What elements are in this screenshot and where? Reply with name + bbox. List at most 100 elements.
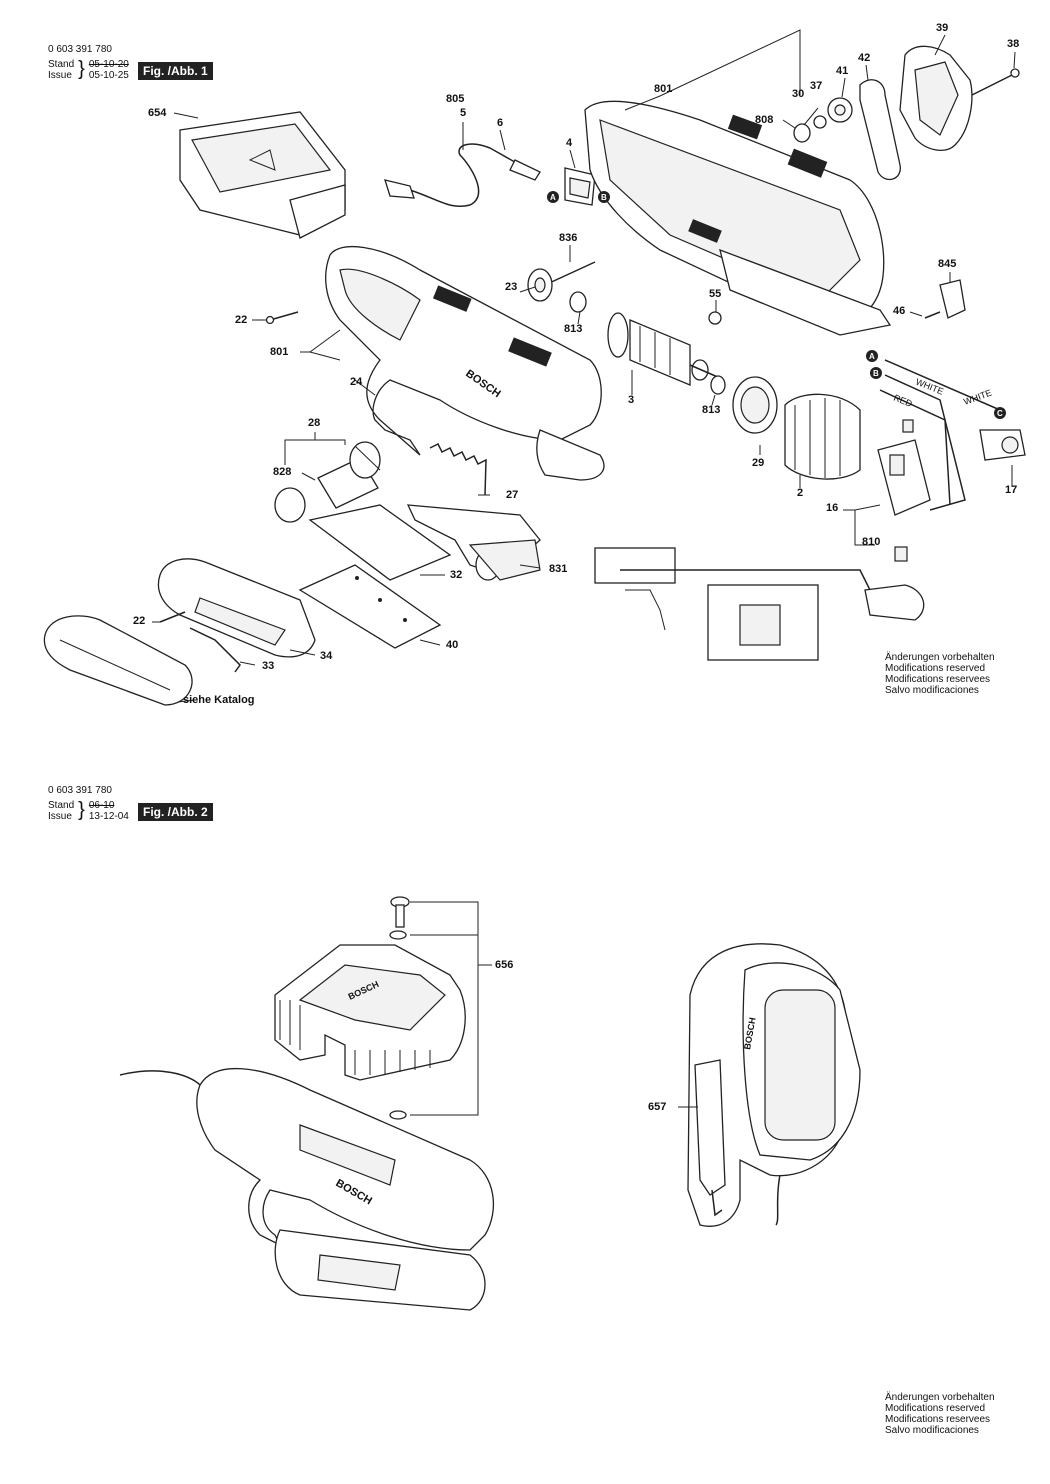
fig2-badge: Fig. /Abb. 2 [138, 803, 213, 821]
belt-cover-39 [899, 45, 973, 151]
bearing-ring-29 [732, 376, 778, 434]
wiring-inset [594, 547, 925, 661]
fig2-notes: Änderungen vorbehalten Modifications res… [885, 1392, 995, 1436]
label-828: 828 [273, 466, 292, 478]
pulley-parts [793, 97, 853, 143]
switch-connector-b: B [598, 191, 610, 203]
note2-en: Modifications reserved [885, 1403, 986, 1414]
power-cord [384, 143, 541, 208]
screw-22a [265, 311, 299, 325]
svg-text:WHITE: WHITE [962, 388, 993, 407]
label-37: 37 [810, 80, 823, 92]
screw-38 [971, 68, 1020, 96]
label-siehe-katalog: siehe Katalog [183, 694, 255, 706]
fig1-issue-date: 05-10-25 [88, 70, 129, 81]
nut-55 [708, 311, 722, 325]
fig2-diagram: BOSCH BOSCH BOSCH [119, 896, 861, 1311]
label-46: 46 [893, 305, 906, 317]
label-810: 810 [862, 536, 881, 548]
label-42: 42 [858, 52, 871, 64]
tension-roller-831 [406, 504, 541, 581]
fig1-badge: Fig. /Abb. 1 [138, 62, 213, 80]
svg-text:A: A [869, 352, 875, 361]
fig1-part-number: 0 603 391 780 [48, 44, 112, 55]
note-de: Änderungen vorbehalten [885, 652, 995, 663]
label-808: 808 [755, 114, 774, 126]
armature-3 [607, 312, 726, 395]
connector-c: C [994, 407, 1006, 419]
note-es: Salvo modificaciones [885, 685, 979, 696]
extraction-adapter-656: BOSCH [274, 944, 466, 1081]
label-28: 28 [308, 417, 321, 429]
label-24: 24 [350, 376, 363, 388]
fig1-notes: Änderungen vorbehalten Modifications res… [885, 652, 995, 696]
note2-es: Salvo modificaciones [885, 1425, 979, 1436]
fig2-issue-date: 13-12-04 [88, 811, 129, 822]
leader-lines [152, 29, 1016, 703]
label-27: 27 [506, 489, 519, 501]
clip-33 [189, 627, 241, 673]
note2-de: Änderungen vorbehalten [885, 1392, 995, 1403]
shaft-836-gear-23 [527, 261, 596, 313]
label-801-bottom: 801 [270, 346, 289, 358]
drive-roller-828 [274, 441, 381, 523]
label-813-top: 813 [564, 323, 583, 335]
label-16: 16 [826, 502, 839, 514]
fig1-stand-date: 05-10-20 [88, 59, 129, 70]
label-836: 836 [559, 232, 578, 244]
label-34: 34 [320, 650, 333, 662]
platen-34 [157, 558, 316, 658]
label-55: 55 [709, 288, 722, 300]
label-801-top: 801 [654, 83, 673, 95]
label-17: 17 [1005, 484, 1018, 496]
bracket-845 [924, 279, 966, 319]
connector-b: B [870, 367, 882, 379]
plate-32 [308, 504, 452, 581]
svg-text:C: C [997, 409, 1003, 418]
fig2-issue-label: Issue [48, 811, 72, 822]
fig1-stand-label: Stand [48, 59, 75, 70]
label-40: 40 [446, 639, 459, 651]
fig1-issue-label: Issue [48, 70, 72, 81]
fig2-part-number: 0 603 391 780 [48, 785, 112, 796]
label-2: 2 [797, 487, 804, 499]
label-805: 805 [446, 93, 465, 105]
label-29: 29 [752, 457, 765, 469]
note-fr: Modifications reservees [885, 674, 991, 685]
sander-view-right: BOSCH [687, 943, 861, 1227]
sole-plate-40 [298, 564, 442, 649]
svg-text:B: B [873, 369, 879, 378]
label-6: 6 [497, 117, 504, 129]
fig2-stand-date: 06-10 [88, 800, 115, 811]
label-33: 33 [262, 660, 275, 672]
label-813-bottom: 813 [702, 404, 721, 416]
label-654: 654 [148, 107, 167, 119]
fig2-header: 0 603 391 780 Stand Issue } 06-10 13-12-… [48, 785, 129, 822]
brush-holder-16 [877, 419, 931, 562]
screw-22b [159, 611, 186, 623]
svg-text:A: A [550, 193, 556, 202]
capacitor-17 [979, 429, 1026, 461]
connector-a: A [866, 350, 878, 362]
note-en: Modifications reserved [885, 663, 986, 674]
note2-fr: Modifications reservees [885, 1414, 991, 1425]
screw-656 [389, 896, 492, 1120]
fig2-stand-label: Stand [48, 800, 75, 811]
label-30: 30 [792, 88, 805, 100]
svg-text:B: B [601, 193, 607, 202]
housing-801-bottom: BOSCH [325, 245, 605, 481]
switch-4 [564, 167, 596, 206]
label-32: 32 [450, 569, 463, 581]
fig1-header: 0 603 391 780 Stand Issue } 05-10-20 05-… [48, 44, 129, 81]
sander-view-left: BOSCH [119, 1068, 495, 1311]
label-23: 23 [505, 281, 518, 293]
drive-belt-42 [859, 79, 901, 181]
label-38: 38 [1007, 38, 1020, 50]
label-5: 5 [460, 107, 467, 119]
spring-27 [429, 442, 487, 496]
label-3: 3 [628, 394, 635, 406]
label-4: 4 [566, 137, 573, 149]
stator-2 [784, 393, 861, 480]
label-41: 41 [836, 65, 849, 77]
label-22-bottom: 22 [133, 615, 146, 627]
